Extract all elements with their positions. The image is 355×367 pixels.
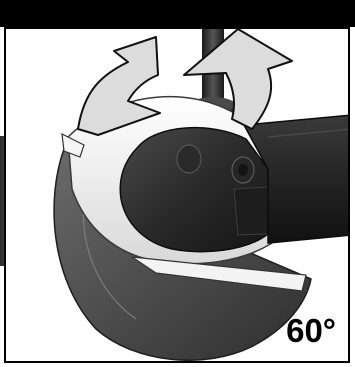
- spindle-lock-button: [177, 145, 201, 173]
- angle-label: 60°: [286, 314, 336, 347]
- diagram-frame: 60°: [4, 27, 350, 363]
- grinder-head: [120, 128, 268, 252]
- top-bar: [0, 0, 355, 27]
